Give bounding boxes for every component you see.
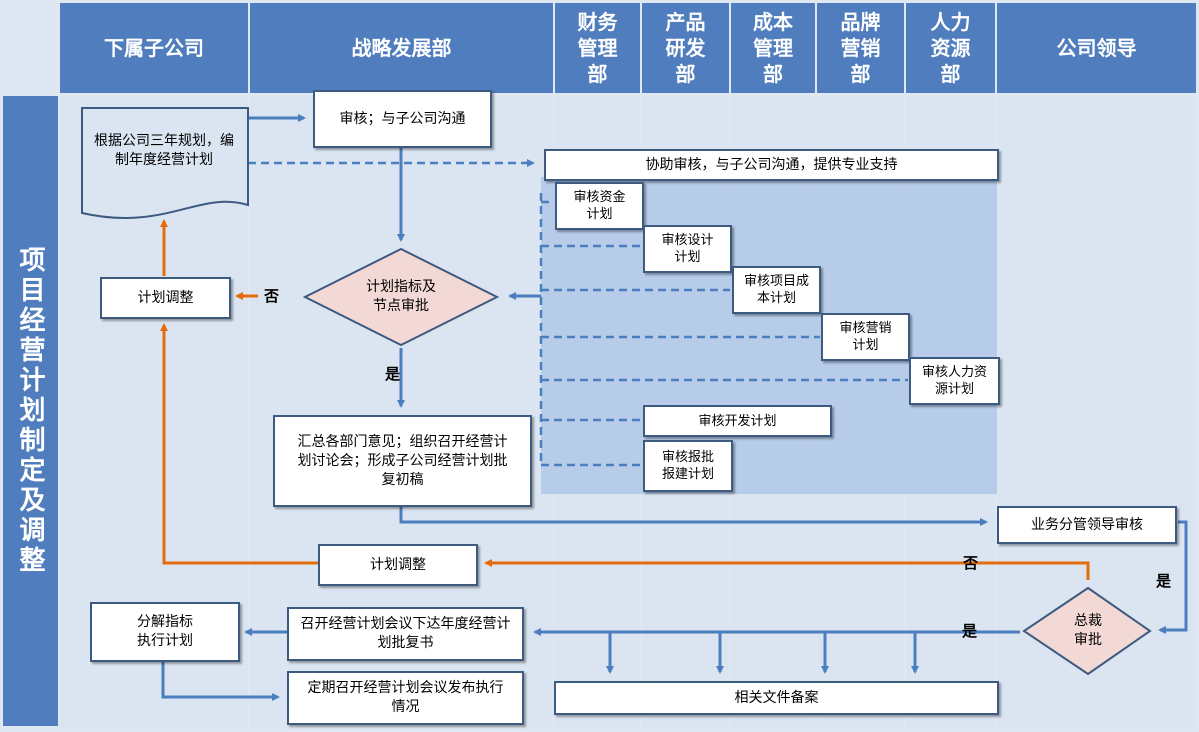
archive-box: 相关文件备案 — [554, 681, 999, 715]
decision-node: 计划指标及节点审批 — [366, 279, 436, 314]
adjust-box-1: 计划调整 — [100, 277, 231, 319]
periodic-box: 定期召开经营计划会议发布执行情况 — [287, 671, 524, 725]
side-title: 项目经营计划制定及调整 — [3, 96, 58, 726]
meeting-box: 召开经营计划会议下达年度经营计划批复书 — [287, 607, 524, 661]
adjust-box-2: 计划调整 — [318, 544, 478, 586]
header-strategy: 战略发展部 — [250, 3, 553, 93]
leader-review-box: 业务分管领导审核 — [997, 506, 1177, 544]
assist-box: 协助审核，与子公司沟通，提供专业支持 — [544, 149, 999, 181]
build-review-box: 审核报批报建计划 — [643, 440, 733, 492]
header-product: 产品研发部 — [642, 3, 729, 93]
summary-box: 汇总各部门意见；组织召开经营计划讨论会；形成子公司经营计划批复初稿 — [273, 415, 532, 507]
dev-review-box: 审核开发计划 — [643, 405, 832, 437]
label-yes-3: 是 — [962, 622, 978, 640]
doc-shape — [81, 107, 249, 219]
review-box: 审核；与子公司沟通 — [313, 90, 492, 148]
header-brand: 品牌营销部 — [817, 3, 904, 93]
fund-review-box: 审核资金计划 — [555, 182, 644, 230]
label-no-1: 否 — [264, 287, 280, 305]
cost-review-box: 审核项目成本计划 — [732, 266, 821, 314]
decompose-box: 分解指标执行计划 — [90, 602, 240, 662]
header-cost: 成本管理部 — [731, 3, 815, 93]
hr-review-box: 审核人力资源计划 — [909, 357, 1000, 405]
header-hr: 人力资源部 — [906, 3, 995, 93]
design-review-box: 审核设计计划 — [643, 225, 732, 273]
label-yes-1: 是 — [385, 365, 401, 383]
label-yes-2: 是 — [1156, 572, 1172, 590]
marketing-review-box: 审核营销计划 — [821, 313, 910, 361]
label-no-2: 否 — [963, 554, 979, 572]
ceo-node: 总裁审批 — [1074, 613, 1102, 648]
doc-node: 根据公司三年规划，编制年度经营计划 — [94, 133, 234, 168]
header-leader: 公司领导 — [997, 3, 1196, 93]
header-sub-company: 下属子公司 — [60, 3, 248, 93]
header-finance: 财务管理部 — [555, 3, 640, 93]
ceo-diamond — [1022, 586, 1152, 676]
decision-diamond — [302, 247, 500, 347]
